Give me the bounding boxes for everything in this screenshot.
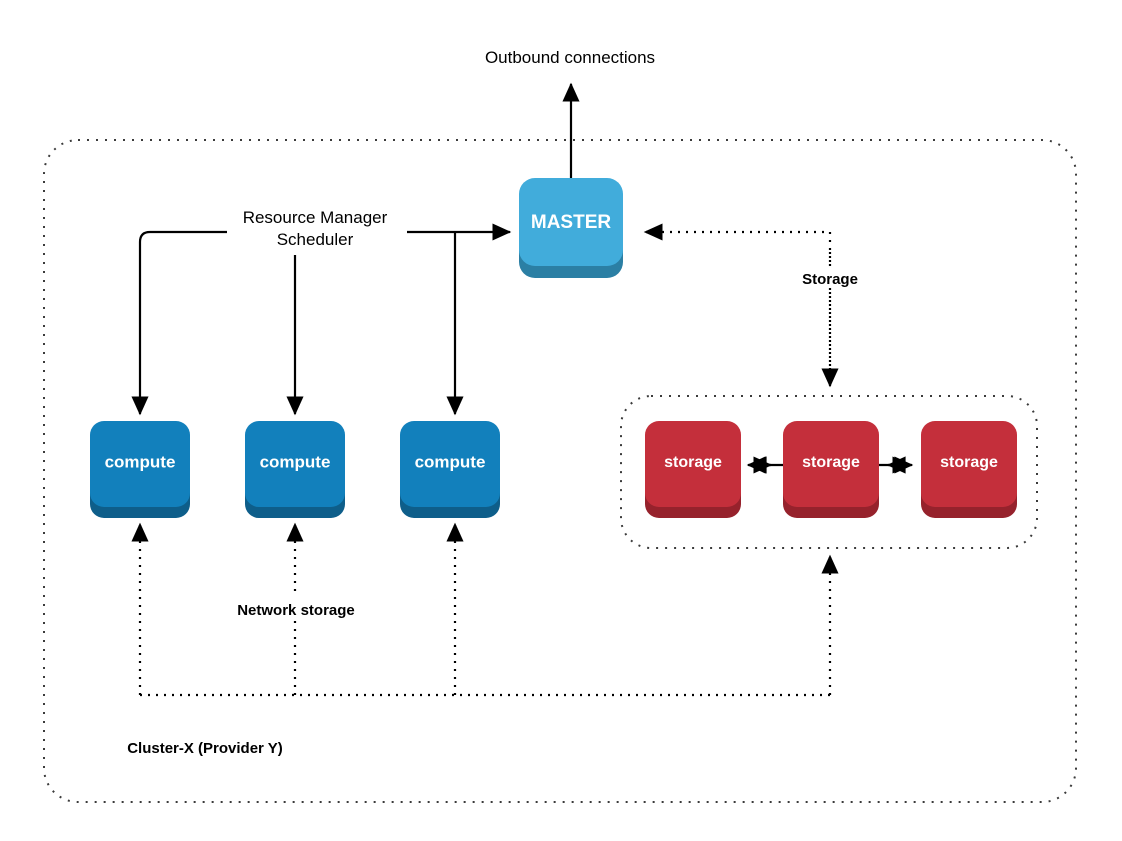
storage-2-body bbox=[783, 421, 879, 507]
label-resource-manager: Resource Manager bbox=[243, 208, 388, 227]
label-cluster-boundary: Cluster-X (Provider Y) bbox=[127, 740, 283, 757]
master-label: MASTER bbox=[531, 212, 612, 233]
scheduler-branch-compute-1 bbox=[131, 230, 240, 416]
label-outbound-connections: Outbound connections bbox=[485, 48, 655, 67]
storage-2-label: storage bbox=[802, 454, 860, 471]
node-storage-1[interactable]: storage bbox=[645, 421, 741, 518]
label-outbound-connections-group: Outbound connections bbox=[470, 42, 660, 68]
label-network-storage-group: Network storage bbox=[220, 597, 372, 619]
storage-1-label: storage bbox=[664, 454, 722, 471]
label-network-storage: Network storage bbox=[237, 602, 355, 619]
storage-3-label: storage bbox=[940, 454, 998, 471]
label-resource-manager-group: Resource Manager Scheduler bbox=[227, 203, 407, 255]
compute-3-body bbox=[400, 421, 500, 507]
compute-1-body bbox=[90, 421, 190, 507]
label-scheduler: Scheduler bbox=[277, 230, 354, 249]
storage-group-container bbox=[620, 395, 1038, 549]
storage-3-body bbox=[921, 421, 1017, 507]
node-compute-3[interactable]: compute bbox=[400, 421, 500, 518]
node-storage-3[interactable]: storage bbox=[921, 421, 1017, 518]
compute-3-label: compute bbox=[415, 452, 486, 471]
compute-2-body bbox=[245, 421, 345, 507]
storage-to-master-link bbox=[643, 223, 832, 386]
node-compute-1[interactable]: compute bbox=[90, 421, 190, 518]
node-master[interactable]: MASTER bbox=[519, 178, 623, 278]
label-storage-link: Storage bbox=[802, 271, 858, 288]
node-storage-2[interactable]: storage bbox=[783, 421, 879, 518]
label-storage-link-group: Storage bbox=[788, 266, 872, 288]
compute-1-label: compute bbox=[105, 452, 176, 471]
node-compute-2[interactable]: compute bbox=[245, 421, 345, 518]
compute-2-label: compute bbox=[260, 452, 331, 471]
storage-1-body bbox=[645, 421, 741, 507]
cluster-boundary-container bbox=[43, 139, 1077, 803]
master-body bbox=[519, 178, 623, 266]
